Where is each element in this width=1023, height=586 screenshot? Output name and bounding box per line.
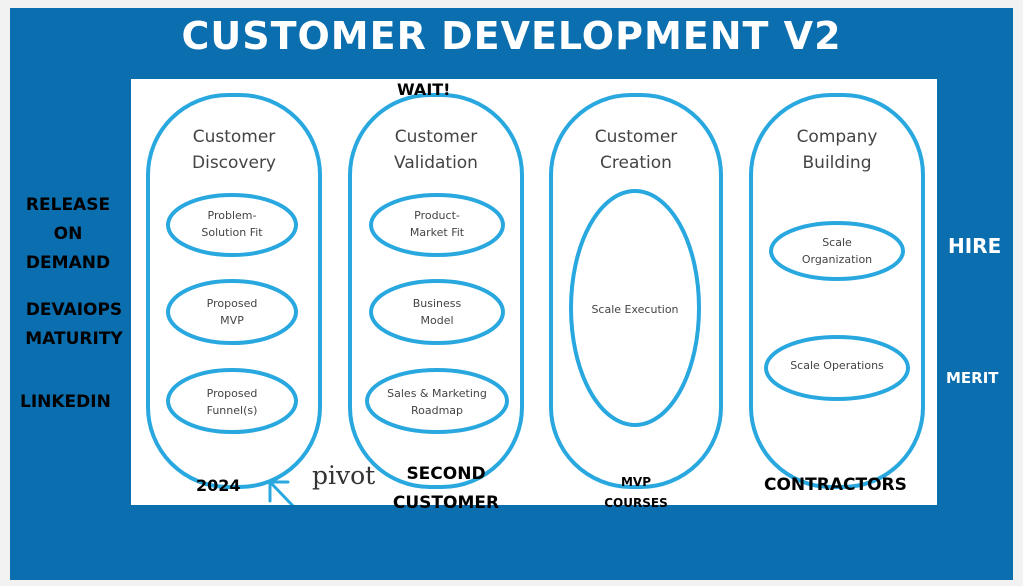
item-outline-product-market-fit <box>369 193 505 257</box>
note-linkedin: LINKEDIN <box>20 392 111 412</box>
stage-outline-validation <box>348 93 524 489</box>
item-line2: Funnel(s) <box>206 404 258 417</box>
item-outline-sales-marketing <box>365 368 509 434</box>
diagram-panel: Customer Discovery Customer Validation C… <box>131 79 937 505</box>
item-line1: Sales & Marketing <box>387 387 487 400</box>
item-line2: Roadmap <box>410 404 464 417</box>
stage-outline-building <box>749 93 925 489</box>
item-proposed-funnels: Proposed Funnel(s) <box>168 385 296 419</box>
note-second-customer: SECOND CUSTOMER <box>386 460 506 518</box>
item-proposed-mvp: Proposed MVP <box>168 295 296 329</box>
note-line: CUSTOMER <box>392 493 500 513</box>
stage-title-line1: Customer <box>192 127 276 147</box>
item-line1: Problem- <box>207 209 257 222</box>
stage-outline-creation <box>549 93 723 489</box>
note-line: DEMAND <box>25 253 111 273</box>
note-mvp-courses: MVP COURSES <box>596 472 676 514</box>
item-line2: Market Fit <box>409 226 465 239</box>
stage-title-line1: Company <box>796 127 878 147</box>
item-line1: Proposed <box>206 297 258 310</box>
stage-title-validation: Customer Validation <box>350 124 522 176</box>
note-merit: MERIT <box>946 369 999 387</box>
note-line: MATURITY <box>25 329 123 349</box>
note-hire: HIRE <box>948 234 1002 258</box>
stage-title-line1: Customer <box>594 127 678 147</box>
note-line: MVP <box>620 475 652 489</box>
stage-title-line2: Building <box>802 153 872 173</box>
stage-outlines <box>146 93 925 505</box>
note-line: RELEASE <box>25 195 111 215</box>
item-line1: Product- <box>414 209 460 222</box>
stage-title-discovery: Customer Discovery <box>148 124 320 176</box>
note-line: DEVAIOPS <box>25 300 123 320</box>
note-wait: WAIT! <box>397 80 451 99</box>
stage-title-building: Company Building <box>751 124 923 176</box>
note-devaiops-maturity: DEVAIOPS MATURITY <box>16 296 132 354</box>
item-line1: Business <box>412 297 462 310</box>
item-outline-scale-organization <box>769 221 905 281</box>
item-line1: Scale Execution <box>591 303 679 316</box>
stage-title-line2: Discovery <box>192 153 276 173</box>
item-line2: Model <box>420 314 454 327</box>
item-line1: Scale Operations <box>790 359 884 372</box>
note-line: SECOND <box>406 464 486 484</box>
item-business-model: Business Model <box>371 295 503 329</box>
item-outline-problem-solution-fit <box>166 193 298 257</box>
item-line1: Proposed <box>206 387 258 400</box>
item-line1: Scale <box>822 236 852 249</box>
stage-title-line2: Validation <box>394 153 478 173</box>
stage-title-line1: Customer <box>394 127 478 147</box>
item-outline-proposed-mvp <box>166 279 298 345</box>
item-line2: Organization <box>801 253 873 266</box>
item-outline-business-model <box>369 279 505 345</box>
page-title: CUSTOMER DEVELOPMENT V2 <box>181 14 842 58</box>
note-2024: 2024 <box>196 476 241 495</box>
pivot-arrow <box>268 480 295 505</box>
item-outline-scale-operations <box>764 335 910 401</box>
item-product-market-fit: Product- Market Fit <box>371 207 503 241</box>
stage-title-line2: Creation <box>600 153 672 173</box>
note-contractors: CONTRACTORS <box>764 475 907 495</box>
pivot-label: pivot <box>312 461 376 490</box>
item-outline-proposed-funnels <box>166 368 298 434</box>
item-scale-organization: Scale Organization <box>771 234 903 268</box>
item-problem-solution-fit: Problem- Solution Fit <box>168 207 296 241</box>
note-release-on-demand: RELEASE ON DEMAND <box>18 191 118 278</box>
stage-outline-discovery <box>146 93 322 489</box>
stage-title-creation: Customer Creation <box>551 124 721 176</box>
item-scale-operations: Scale Operations <box>767 357 907 374</box>
note-line: COURSES <box>604 496 668 510</box>
item-outline-scale-execution <box>569 189 701 427</box>
item-scale-execution: Scale Execution <box>571 301 699 318</box>
note-line: ON <box>53 224 83 244</box>
item-line2: MVP <box>220 314 244 327</box>
item-sales-marketing-roadmap: Sales & Marketing Roadmap <box>367 385 507 419</box>
item-line2: Solution Fit <box>201 226 263 239</box>
